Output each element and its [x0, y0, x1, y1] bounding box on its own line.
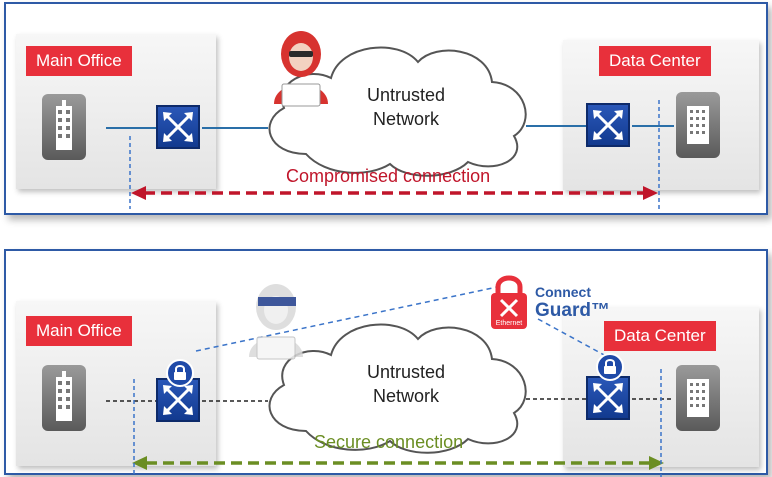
cloud-icon	[268, 323, 527, 454]
bottom-connection-layer	[106, 284, 674, 477]
secure-connection-arrow	[132, 456, 664, 470]
secure-scenario-panel: Main Office Data Center Ethernet Connect…	[4, 249, 768, 477]
padlock-icon	[166, 359, 194, 387]
encryption-tunnel-right	[537, 318, 607, 357]
connectguard-logo-icon: Ethernet	[488, 273, 530, 331]
network-switch-icon	[586, 103, 630, 147]
building-icon	[676, 92, 720, 158]
building-icon	[42, 365, 86, 431]
logo-text-connect: Connect	[535, 284, 591, 300]
hacker-icon	[274, 31, 328, 107]
cloud-label-line2: Network	[372, 386, 439, 406]
building-icon	[42, 94, 86, 160]
compromised-connection-arrow	[131, 186, 658, 200]
compromised-scenario-panel: Main Office Data Center Untrusted Networ…	[4, 2, 768, 215]
logo-badge-text: Ethernet	[495, 320, 523, 327]
hacker-icon	[249, 284, 303, 360]
data-center-label: Data Center	[599, 46, 711, 76]
padlock-icon	[596, 353, 624, 381]
data-center-label: Data Center	[604, 321, 716, 351]
top-connection-layer	[106, 31, 674, 209]
cloud-label-line1: Untrusted	[366, 362, 446, 382]
secure-connection-label: Secure connection	[314, 432, 464, 452]
building-icon	[676, 365, 720, 431]
encryption-tunnel-left	[195, 285, 503, 352]
main-office-label: Main Office	[26, 316, 132, 346]
network-switch-icon	[156, 105, 200, 149]
cloud-label-line2: Network	[372, 109, 439, 129]
main-office-label: Main Office	[26, 46, 132, 76]
compromised-connection-label: Compromised connection	[286, 166, 491, 186]
logo-text-guard: Guard™	[535, 300, 610, 321]
cloud-label-line1: Untrusted	[366, 85, 446, 105]
